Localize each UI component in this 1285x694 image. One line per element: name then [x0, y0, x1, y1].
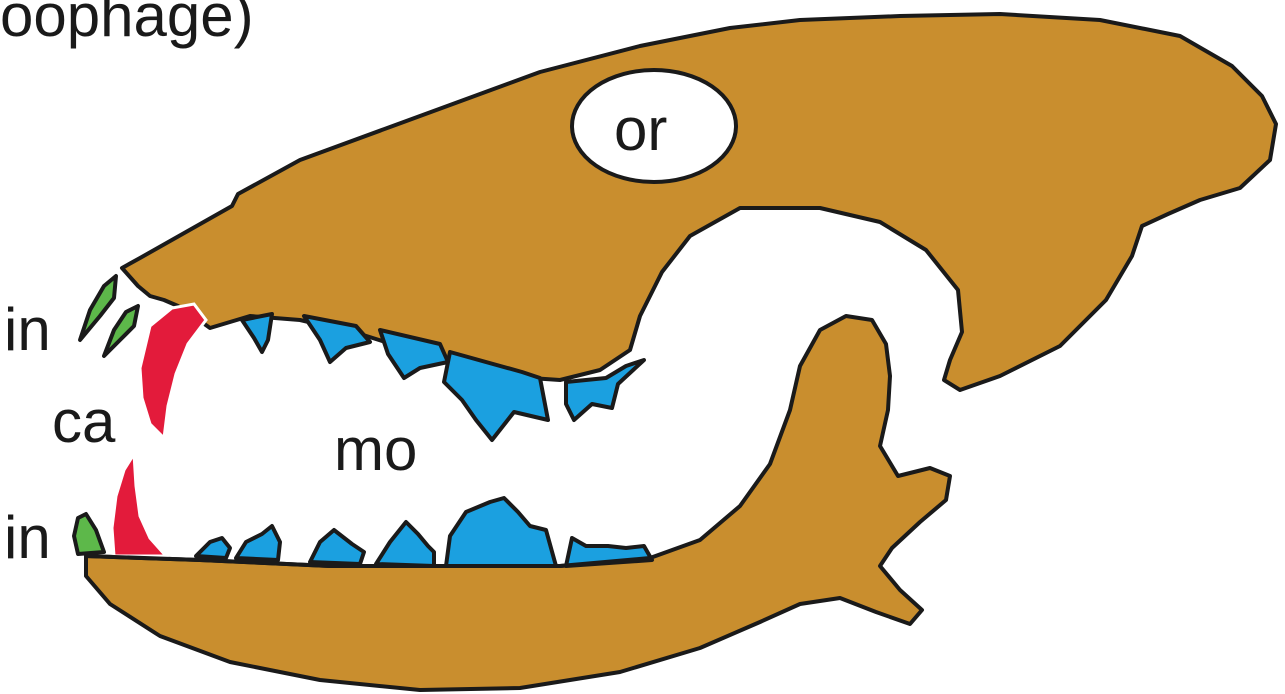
label-orbit: or — [614, 100, 667, 160]
upper-incisor-1 — [80, 276, 116, 340]
lower-tooth-4 — [376, 522, 434, 566]
lower-tooth-5 — [446, 498, 556, 566]
label-molar: mo — [334, 420, 417, 480]
upper-tooth-1 — [242, 314, 272, 352]
cranium — [122, 14, 1276, 390]
lower-incisor — [74, 514, 104, 554]
lower-tooth-1 — [196, 538, 230, 558]
label-incisor-upper: in — [4, 300, 51, 360]
label-canine: ca — [52, 392, 115, 452]
lower-tooth-2 — [236, 526, 280, 560]
upper-canine — [140, 304, 206, 438]
upper-incisor-2 — [104, 306, 138, 356]
title-fragment: oophage) — [0, 0, 254, 46]
lower-molars — [196, 498, 652, 566]
lower-canine — [112, 454, 166, 556]
lower-tooth-3 — [310, 530, 364, 564]
label-incisor-lower: in — [4, 508, 51, 568]
